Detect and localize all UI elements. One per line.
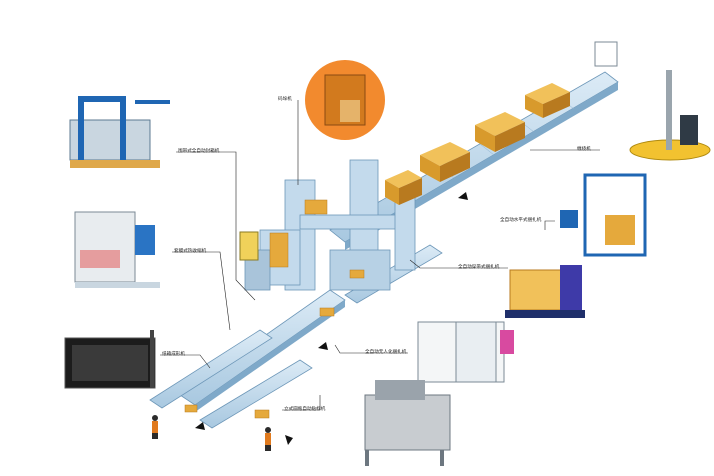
auto-strapper-machine [417, 321, 514, 383]
pallet-box-2 [475, 112, 525, 152]
stretch-wrapper-machine [629, 70, 711, 161]
palletizer-frame [244, 159, 416, 291]
lower-conveyor [149, 244, 443, 429]
pallet-box-4 [385, 170, 422, 205]
pallet-box-3 [525, 83, 570, 118]
label-labeler: 立式圆瓶自动贴标机 [284, 407, 326, 412]
workers [152, 415, 271, 451]
label-vertical-strapper: 全自动穿带式捆扎机 [458, 265, 500, 270]
cartons [184, 199, 365, 419]
flow-arrows [195, 192, 468, 445]
pallet-box-1 [420, 142, 470, 182]
label-stretch-wrapper: 缠绕机 [577, 147, 591, 152]
label-palletizer: 码垛机 [278, 97, 292, 102]
shrink-wrapper-machine [74, 211, 160, 288]
leader-lines [160, 100, 600, 411]
label-case-erector: 纸箱成形机 [162, 352, 185, 357]
label-shrink-wrapper: 套膜式热收缩机 [174, 249, 207, 254]
label-auto-strapper: 全自动无人化捆扎机 [365, 350, 407, 355]
left-feeder [239, 41, 618, 261]
palletizer-photo [305, 60, 385, 140]
labeler-machine [364, 380, 451, 466]
vertical-strapper-machine [505, 265, 585, 318]
horizontal-strapper-machine [560, 173, 647, 257]
case-erector-machine [64, 330, 156, 389]
label-case-sealer: 围带式全自动封箱机 [178, 149, 220, 154]
case-sealer-machine [69, 96, 170, 168]
label-horizontal-strapper: 全自动水平式捆扎机 [500, 218, 542, 223]
